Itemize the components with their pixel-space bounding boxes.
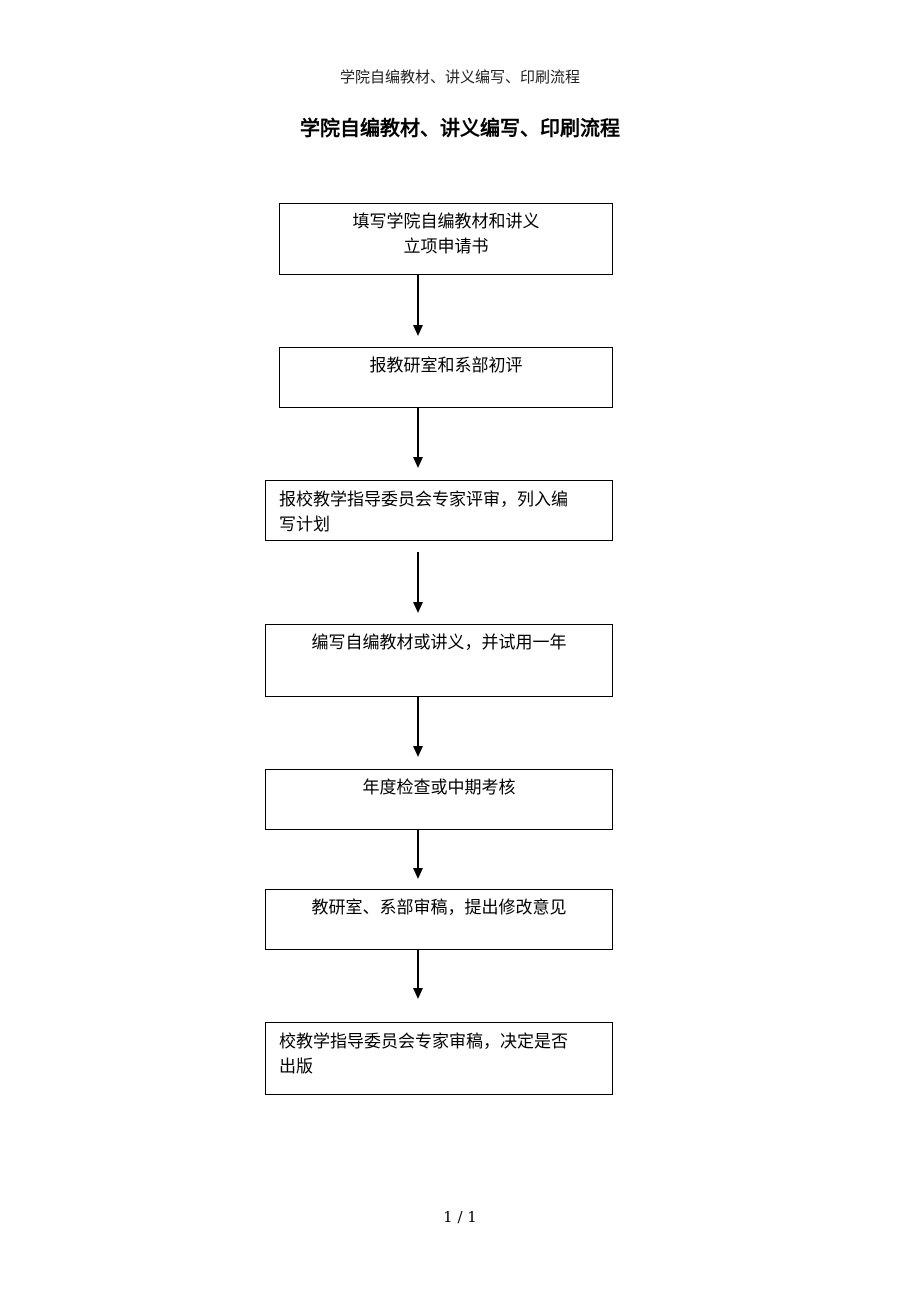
flow-step-5: 年度检查或中期考核 xyxy=(265,769,613,830)
flow-step-7-line-1: 校教学指导委员会专家审稿，决定是否 xyxy=(279,1032,568,1052)
flow-step-4-line-1: 编写自编教材或讲义，并试用一年 xyxy=(311,633,567,653)
document-title: 学院自编教材、讲义编写、印刷流程 xyxy=(300,116,620,140)
flow-step-2: 报教研室和系部初评 xyxy=(279,347,613,408)
running-header: 学院自编教材、讲义编写、印刷流程 xyxy=(339,68,580,86)
flow-step-1-line-2: 立项申请书 xyxy=(403,237,489,257)
flow-step-1-line-1: 填写学院自编教材和讲义 xyxy=(352,212,540,232)
flow-step-3-line-2: 写计划 xyxy=(279,515,330,535)
flow-step-2-line-1: 报教研室和系部初评 xyxy=(369,356,523,376)
flow-step-7-line-2: 出版 xyxy=(279,1057,313,1077)
flow-step-5-line-1: 年度检查或中期考核 xyxy=(362,778,516,798)
flow-step-3-line-1: 报校教学指导委员会专家评审，列入编 xyxy=(279,490,568,510)
flow-step-4: 编写自编教材或讲义，并试用一年 xyxy=(265,624,613,697)
flow-step-6: 教研室、系部审稿，提出修改意见 xyxy=(265,889,613,950)
flow-step-3: 报校教学指导委员会专家评审，列入编 写计划 xyxy=(265,480,613,541)
flow-step-7: 校教学指导委员会专家审稿，决定是否 出版 xyxy=(265,1022,613,1095)
flow-step-6-line-1: 教研室、系部审稿，提出修改意见 xyxy=(311,898,567,918)
page-number: 1 / 1 xyxy=(443,1208,477,1226)
flow-step-1: 填写学院自编教材和讲义 立项申请书 xyxy=(279,203,613,275)
